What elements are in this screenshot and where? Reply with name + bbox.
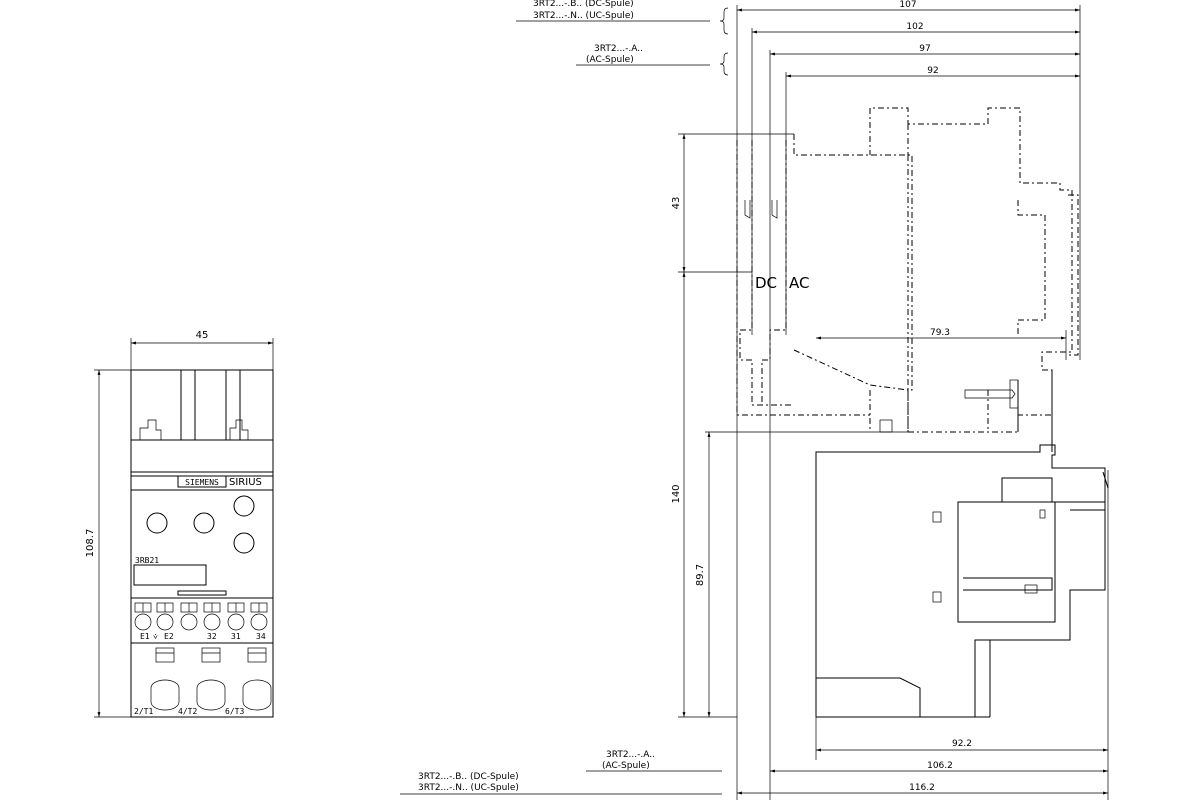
- test-knob: [193, 512, 215, 534]
- series-text: SIRIUS: [229, 477, 262, 488]
- note-bottom-dc: 3RT2...-.B.. (DC-Spule): [418, 772, 519, 782]
- note-bottom-ac1: 3RT2...-.A..: [606, 750, 655, 760]
- terminal-31: 31: [231, 632, 241, 641]
- terminal-pe: ⩒: [153, 632, 158, 641]
- dim-102: 102: [906, 22, 923, 32]
- dim-79-3: 79.3: [930, 328, 950, 338]
- side-view: 107 102 97 92 3RT2...-.B.. (DC-Spule) 3R…: [400, 0, 1109, 800]
- dim-92-2: 92.2: [952, 739, 972, 749]
- ac-label: AC: [789, 274, 809, 292]
- dim-106-2: 106.2: [927, 761, 953, 771]
- terminal-6t3: 6/T3: [225, 707, 244, 716]
- note-top-ac1: 3RT2...-.A..: [594, 44, 643, 54]
- terminal-e2: E2: [164, 632, 174, 641]
- dim-89-7: 89.7: [695, 564, 706, 586]
- dim-92: 92: [927, 66, 938, 76]
- terminal-e1: E1: [140, 632, 150, 641]
- adjust-knob: [146, 512, 168, 534]
- dim-97: 97: [919, 44, 930, 54]
- note-bottom-ac2: (AC-Spule): [602, 761, 650, 771]
- model-text: 3RB21: [135, 556, 159, 565]
- note-top-ac2: (AC-Spule): [586, 55, 634, 65]
- stop-knob: [233, 532, 255, 554]
- note-top-uc: 3RT2...-.N.. (UC-Spule): [533, 11, 634, 21]
- dim-43: 43: [671, 197, 682, 210]
- note-bottom-uc: 3RT2...-.N.. (UC-Spule): [418, 783, 519, 793]
- note-top-dc: 3RT2...-.B.. (DC-Spule): [533, 0, 634, 9]
- front-width-dim: 45: [196, 330, 209, 341]
- terminal-2t1: 2/T1: [134, 707, 153, 716]
- brand-text: SIEMENS: [185, 478, 219, 487]
- dim-116-2: 116.2: [909, 783, 935, 793]
- terminal-4t2: 4/T2: [178, 707, 197, 716]
- siemens-badge: [177, 475, 227, 488]
- front-height-dim: 108.7: [85, 529, 96, 558]
- reset-knob: [233, 495, 255, 517]
- terminal-32: 32: [207, 632, 217, 641]
- dc-label: DC: [755, 274, 777, 292]
- dim-140: 140: [671, 484, 682, 503]
- label-plate: [133, 564, 207, 586]
- terminal-34: 34: [256, 632, 266, 641]
- dim-107: 107: [899, 0, 916, 10]
- front-view: 45 108.7 SIEMENS SIRIUS 3RB21: [85, 330, 274, 718]
